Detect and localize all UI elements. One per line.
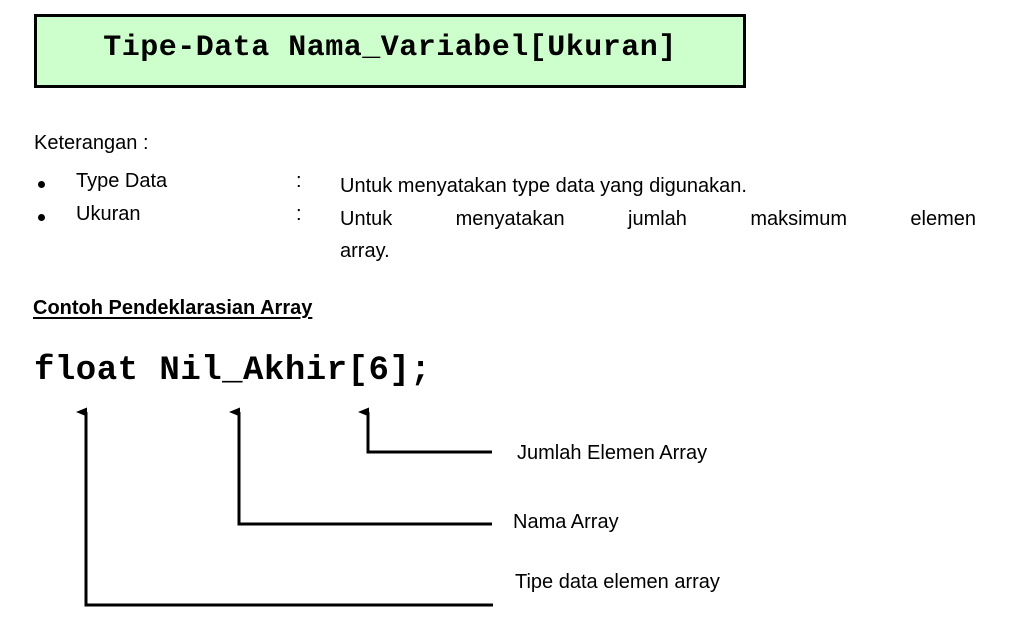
keterangan-term: Type Data [76,170,168,192]
keterangan-description: Untuk menyatakan jumlah maksimum elemen … [340,203,976,267]
syntax-declaration-text: Tipe-Data Nama_Variabel[Ukuran] [103,31,677,65]
callout-connector-tipe-data-elemen-array [76,407,493,607]
callout-connector-nama-array [229,407,492,526]
bullet-icon [38,214,45,221]
keterangan-separator: : [296,170,302,192]
callout-label-jumlah-elemen-array: Jumlah Elemen Array [517,442,708,464]
callout-label-tipe-data-elemen-array: Tipe data elemen array [515,571,720,593]
callout-label-nama-array: Nama Array [513,511,619,533]
keterangan-item-ukuran: Ukuran : Untuk menyatakan jumlah maksimu… [34,203,976,267]
keterangan-description-line: array. [340,240,390,262]
keterangan-label: Keterangan : [34,132,149,154]
keterangan-term: Ukuran [76,203,141,225]
contoh-heading: Contoh Pendeklarasian Array [33,297,313,319]
keterangan-item-type-data: Type Data : Untuk menyatakan type data y… [34,170,974,202]
keterangan-separator: : [296,203,302,225]
bullet-icon [38,181,45,188]
keterangan-description: Untuk menyatakan type data yang digunaka… [340,175,747,197]
callout-connector-jumlah-elemen-array [358,407,492,454]
keterangan-description-line: Untuk menyatakan jumlah maksimum elemen [340,208,976,230]
code-declaration-example: float Nil_Akhir[6]; [34,352,432,390]
syntax-declaration-box: Tipe-Data Nama_Variabel[Ukuran] [34,14,746,88]
